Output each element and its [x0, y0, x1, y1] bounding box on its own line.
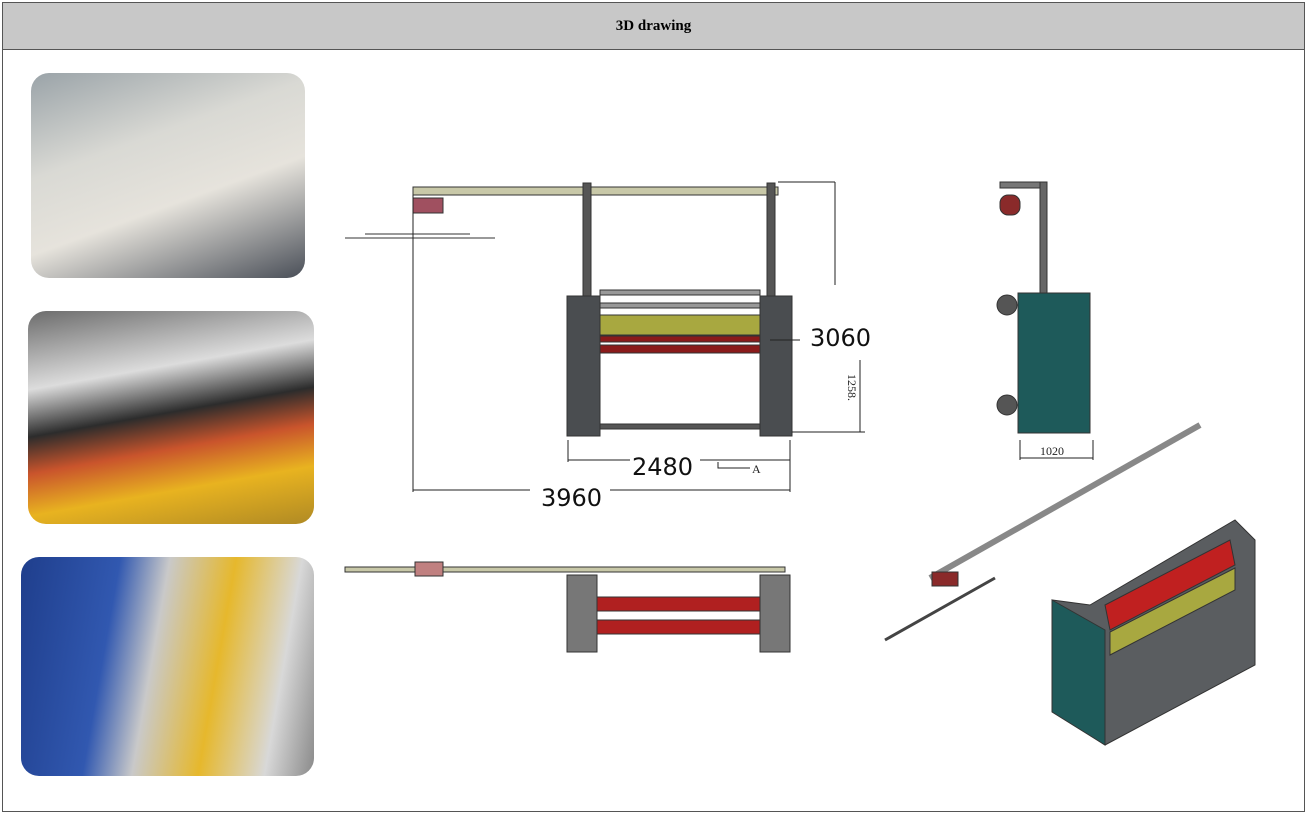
section-title: 3D drawing	[3, 3, 1304, 50]
photo-unwinder-roll	[31, 73, 305, 278]
dimension-side-width: 1020	[1040, 444, 1064, 458]
photo-yellow-panel-rollers	[28, 311, 314, 524]
dimension-width-total: 3960	[541, 484, 603, 512]
dimension-width-frame: 2480	[632, 453, 694, 481]
photo-machine-control-panel	[21, 557, 314, 776]
section-mark: A	[752, 462, 761, 476]
side-view-drawing	[996, 181, 1094, 460]
front-view-drawing	[345, 181, 865, 492]
dimension-height-total: 3060	[810, 324, 872, 352]
dimension-height-sub: 1258.	[845, 374, 859, 401]
isometric-view-drawing	[884, 422, 1256, 746]
top-view-drawing	[344, 561, 791, 653]
